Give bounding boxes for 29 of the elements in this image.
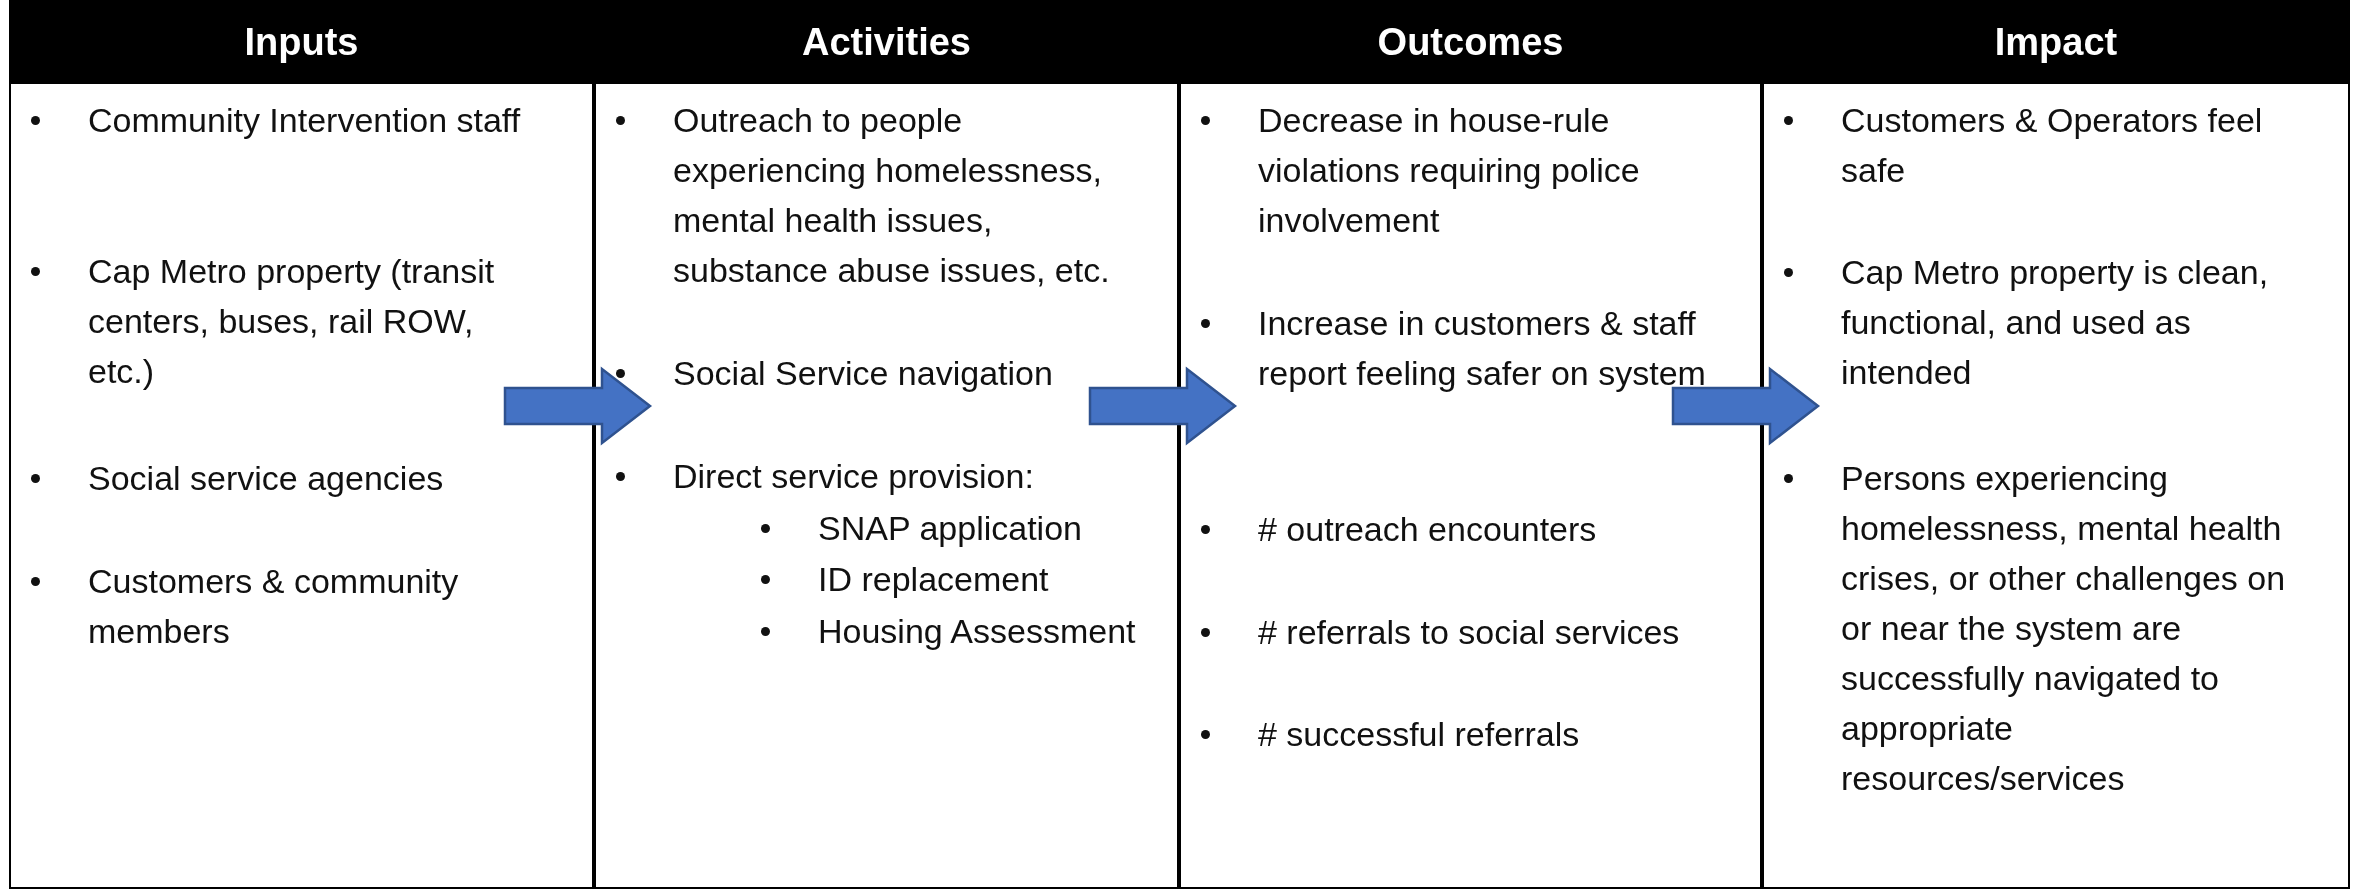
bullet-text: Community Intervention staff xyxy=(88,100,522,141)
block-arrow xyxy=(1088,366,1238,446)
bullet-text: Social service agencies xyxy=(88,458,445,499)
bullet-text: Cap Metro property (transit centers, buses, rail ROW, etc.) xyxy=(88,251,496,392)
bullet-text: Increase in customers & staff report feeling safer on system xyxy=(1258,303,1707,394)
column-header: Impact xyxy=(1764,0,2348,84)
column-panel xyxy=(9,0,594,889)
bullet-text: Housing Assessment xyxy=(818,611,1137,652)
bullet-text: # referrals to social services xyxy=(1258,612,1681,653)
bullet-text: Customers & Operators feel safe xyxy=(1841,100,2264,191)
bullet-text: Outreach to people experiencing homelessness, mental health issues, substance abuse issues, etc. xyxy=(673,100,1111,291)
bullet-text: Decrease in house-rule violations requiring police involvement xyxy=(1258,100,1641,241)
bullet-text: Social Service navigation xyxy=(673,353,1054,394)
bullet-text: # successful referrals xyxy=(1258,714,1581,755)
bullet-text: Cap Metro property is clean, functional, and used as intended xyxy=(1841,252,2270,393)
block-arrow xyxy=(1671,366,1821,446)
column-panel xyxy=(594,0,1179,889)
column-header: Activities xyxy=(596,0,1177,84)
column-header: Inputs xyxy=(11,0,592,84)
bullet-text: Direct service provision: xyxy=(673,456,1035,497)
column-header: Outcomes xyxy=(1181,0,1760,84)
bullet-text: ID replacement xyxy=(818,559,1050,600)
block-arrow xyxy=(503,366,653,446)
bullet-text: Customers & community members xyxy=(88,561,460,652)
bullet-text: Persons experiencing homelessness, mental health crises, or other challenges on or near the system are successfully navigated to appropriate resources/services xyxy=(1841,458,2287,799)
bullet-text: # outreach encounters xyxy=(1258,509,1598,550)
bullet-text: SNAP application xyxy=(818,508,1083,549)
column-panel xyxy=(1762,0,2350,889)
column-panel xyxy=(1179,0,1762,889)
